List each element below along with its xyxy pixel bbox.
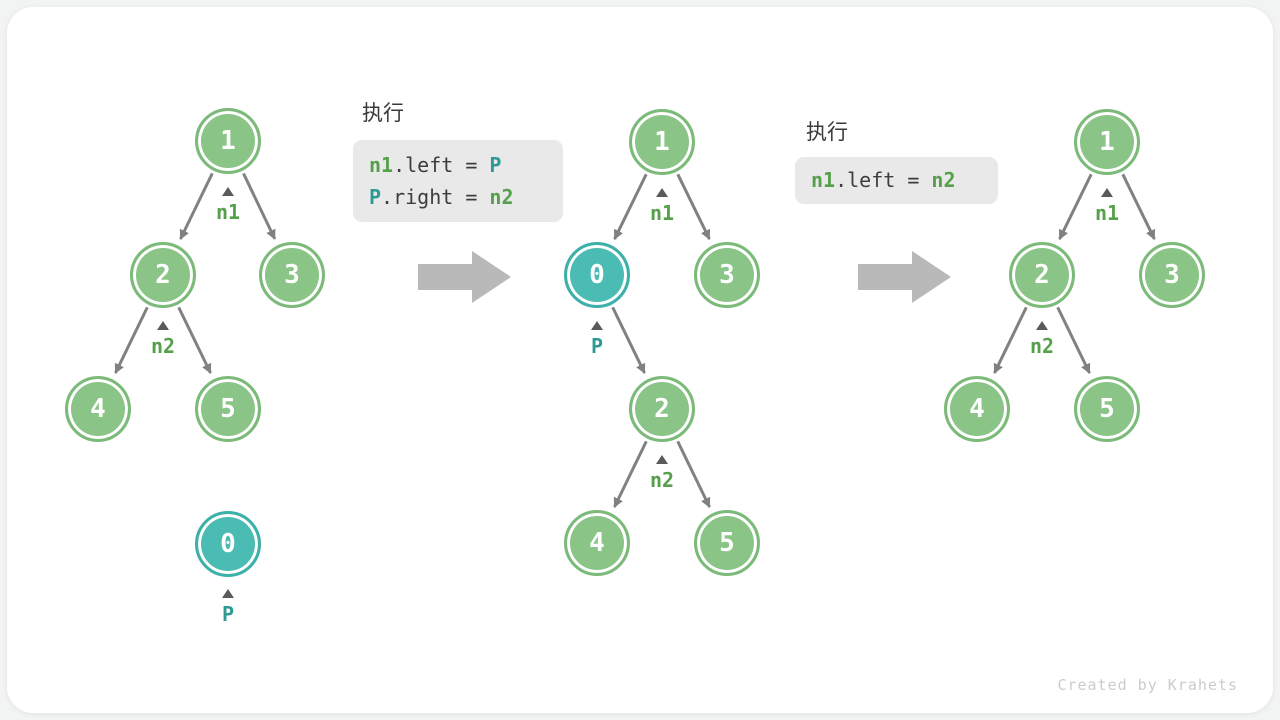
tree-node-value: 0 [589, 260, 605, 290]
tree-node-value: 4 [589, 528, 605, 558]
tree-node: 4 [564, 510, 630, 576]
pointer-caret-icon [656, 188, 668, 197]
tree-node-value: 5 [719, 528, 735, 558]
tree-node: 5 [1074, 376, 1140, 442]
tree-node: 1 [1074, 109, 1140, 175]
tree-node: 1 [629, 109, 695, 175]
code-line: P.right = n2 [369, 181, 547, 213]
pointer-caret-icon [656, 455, 668, 464]
pointer-caret-icon [1036, 321, 1048, 330]
pointer-caret-icon [591, 321, 603, 330]
tree-node-value: 3 [1164, 260, 1180, 290]
pointer-label: n1 [1094, 201, 1120, 225]
pointer-n1: n1 [1077, 188, 1137, 223]
tree-node-value: 0 [220, 529, 236, 559]
pointer-label: n1 [649, 201, 675, 225]
pointer-label: n2 [150, 334, 176, 358]
code-token: .left = [835, 168, 932, 192]
tree-node: 4 [944, 376, 1010, 442]
exec-title: 执行 [806, 120, 848, 144]
code-token: P [369, 185, 382, 209]
transition-arrow-icon [418, 251, 511, 303]
tree-node: 2 [130, 242, 196, 308]
code-token: n1 [369, 153, 394, 177]
tree-node: 4 [65, 376, 131, 442]
pointer-label: P [590, 334, 604, 358]
tree-node: 5 [195, 376, 261, 442]
pointer-n2: n2 [133, 321, 193, 356]
tree-node: 3 [1139, 242, 1205, 308]
tree-node-value: 2 [654, 394, 670, 424]
tree-node-p: 0 [195, 511, 261, 577]
code-box-step2: n1.left = n2 [795, 157, 998, 204]
code-line: n1.left = n2 [811, 166, 982, 195]
tree-node: 2 [1009, 242, 1075, 308]
pointer-caret-icon [222, 589, 234, 598]
pointer-caret-icon [157, 321, 169, 330]
exec-title: 执行 [362, 101, 404, 125]
tree-node-value: 4 [90, 394, 106, 424]
tree-node: 1 [195, 108, 261, 174]
pointer-label: n2 [1029, 334, 1055, 358]
pointer-label: P [221, 602, 235, 626]
pointer-n1: n1 [198, 187, 258, 222]
pointer-caret-icon [1101, 188, 1113, 197]
tree-node-value: 3 [719, 260, 735, 290]
pointer-label: n1 [215, 200, 241, 224]
code-token: n1 [811, 168, 836, 192]
tree-node: 2 [629, 376, 695, 442]
tree-node-p: 0 [564, 242, 630, 308]
code-line: n1.left = P [369, 149, 547, 181]
code-token: n2 [489, 185, 514, 209]
pointer-caret-icon [222, 187, 234, 196]
pointer-label: n2 [649, 468, 675, 492]
tree-node: 5 [694, 510, 760, 576]
pointer-n2: n2 [1012, 321, 1072, 356]
code-token: .right = [381, 185, 490, 209]
code-token: P [489, 153, 502, 177]
tree-node: 3 [694, 242, 760, 308]
code-token: n2 [931, 168, 956, 192]
tree-node-value: 5 [220, 394, 236, 424]
watermark-credit: Created by Krahets [1057, 676, 1238, 694]
pointer-p: P [567, 321, 627, 356]
tree-node-value: 3 [284, 260, 300, 290]
transition-arrow-icon [858, 251, 951, 303]
tree-node: 3 [259, 242, 325, 308]
pointer-n1: n1 [632, 188, 692, 223]
tree-node-value: 1 [654, 127, 670, 157]
tree-node-value: 2 [155, 260, 171, 290]
pointer-p: P [198, 589, 258, 624]
tree-node-value: 5 [1099, 394, 1115, 424]
code-token: .left = [393, 153, 490, 177]
tree-node-value: 1 [1099, 127, 1115, 157]
code-box-step1: n1.left = P P.right = n2 [353, 140, 563, 222]
tree-node-value: 1 [220, 126, 236, 156]
tree-node-value: 2 [1034, 260, 1050, 290]
pointer-n2: n2 [632, 455, 692, 490]
tree-node-value: 4 [969, 394, 985, 424]
